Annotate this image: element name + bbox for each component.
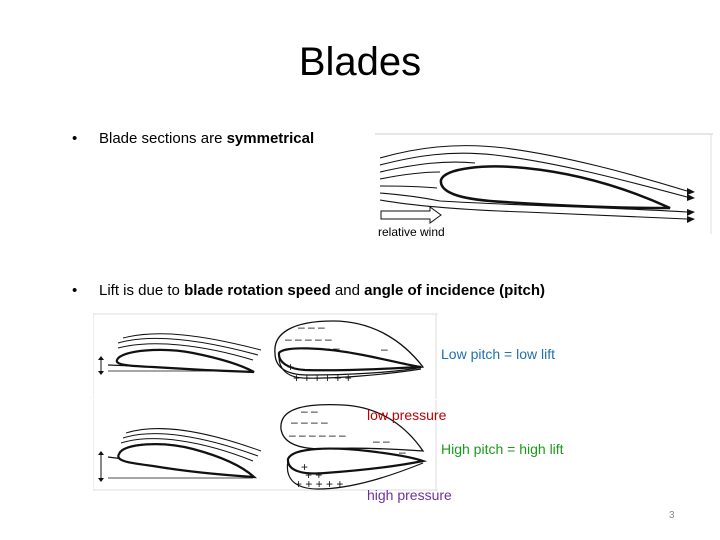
svg-text:– –: – – <box>301 404 318 418</box>
low-pressure-label: low pressure <box>367 407 447 423</box>
relative-wind-arrow <box>380 206 442 224</box>
svg-text:–: – <box>399 445 406 459</box>
high-pressure-label: high pressure <box>367 487 452 503</box>
svg-text:+: + <box>301 460 308 474</box>
bullet-text-bold: angle of incidence (pitch) <box>364 282 545 299</box>
bullet-text-plain: Lift is due to <box>99 282 185 299</box>
svg-text:+: + <box>287 360 294 374</box>
svg-text:– – – – – –: – – – – – – <box>289 428 346 442</box>
bullet-dot: • <box>72 282 78 299</box>
low-pitch-label: Low pitch = low lift <box>441 346 555 362</box>
bullet-text-bold: blade rotation speed <box>184 282 331 299</box>
bullet-text-plain: Blade sections are <box>99 130 227 147</box>
bullet-dot: • <box>72 130 78 147</box>
bullet-text-plain: and <box>330 282 365 299</box>
svg-text:–: – <box>381 342 388 356</box>
airfoil-shape <box>439 165 671 210</box>
low-pitch-figure: – – – – – – – – – – – – – + + + + + + + <box>93 313 438 399</box>
svg-text:– –: – – <box>373 434 390 448</box>
bullet-text: Blade sections are symmetrical <box>99 130 314 147</box>
svg-text:– – – –: – – – – <box>303 341 340 355</box>
svg-text:– – – –: – – – – <box>291 415 328 429</box>
svg-text:+ + + + +: + + + + + <box>295 477 343 491</box>
high-pitch-figure: – – – – – – – – – – – – – – – + + + + + … <box>93 400 438 491</box>
svg-text:– – –: – – – <box>298 320 325 334</box>
bullet-text: Lift is due to blade rotation speed and … <box>99 282 545 299</box>
svg-text:+ +: + + <box>305 468 322 482</box>
svg-text:+ + + + + +: + + + + + + <box>293 371 352 385</box>
slide-title: Blades <box>298 40 422 84</box>
relative-wind-caption: relative wind <box>378 225 445 239</box>
bullet-text-bold: symmetrical <box>226 130 315 147</box>
page-number: 3 <box>669 510 675 521</box>
svg-text:– – – – –: – – – – – <box>285 332 332 346</box>
high-pitch-label: High pitch = high lift <box>441 441 564 457</box>
symmetrical-airfoil-figure <box>375 133 713 234</box>
